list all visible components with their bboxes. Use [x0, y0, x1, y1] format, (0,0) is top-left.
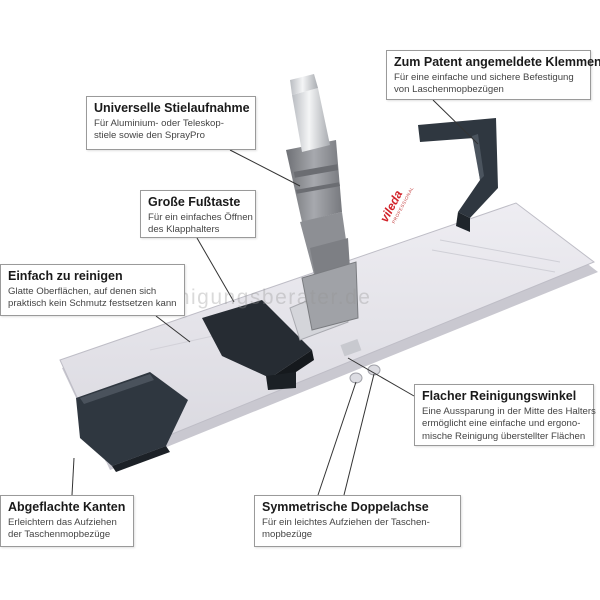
right-clamp	[418, 118, 498, 232]
handle-connector	[286, 140, 359, 331]
callout-easy-cleaning: Einfach zu reinigen Glatte Oberflächen, …	[0, 264, 185, 316]
callout-description: Glatte Oberflächen, auf denen sich prakt…	[8, 286, 177, 310]
mop-plate	[59, 202, 598, 470]
callout-universal-handle-mount: Universelle Stielaufnahme Für Aluminium-…	[86, 96, 256, 150]
watermark: reinigungsberater.de	[150, 286, 372, 309]
callout-foot-pedal: Große Fußtaste Für ein einfaches Öffnen …	[140, 190, 256, 238]
callout-title: Flacher Reinigungswinkel	[422, 389, 577, 403]
callout-title: Universelle Stielaufnahme	[94, 101, 250, 115]
callout-title: Große Fußtaste	[148, 195, 241, 209]
callout-flat-cleaning-angle: Flacher Reinigungswinkel Eine Aussparung…	[414, 384, 596, 446]
callout-description: Für eine einfache und sichere Befestigun…	[394, 72, 574, 96]
foot-pedal	[202, 300, 314, 390]
left-clamp	[76, 372, 188, 472]
callout-description: Für ein leichtes Aufziehen der Taschen- …	[262, 517, 430, 541]
callout-description: Eine Aussparung in der Mitte des Halters…	[422, 406, 596, 442]
callout-description: Erleichtern das Aufziehen der Taschenmop…	[8, 517, 117, 541]
callout-flattened-edges: Abgeflachte Kanten Erleichtern das Aufzi…	[0, 495, 134, 547]
callout-symmetric-double-axis: Symmetrische Doppelachse Für ein leichte…	[254, 495, 461, 547]
callout-description: Für ein einfaches Öffnen des Klapphalter…	[148, 212, 253, 236]
callout-title: Abgeflachte Kanten	[8, 500, 126, 514]
callout-description: Für Aluminium- oder Teleskop- stiele sow…	[94, 118, 224, 142]
handle-rod	[290, 74, 330, 152]
callout-title: Symmetrische Doppelachse	[262, 500, 429, 514]
callout-patented-clamps: Zum Patent angemeldete Klemmen Für eine …	[386, 50, 600, 100]
callout-title: Einfach zu reinigen	[8, 269, 123, 283]
callout-title: Zum Patent angemeldete Klemmen	[394, 55, 600, 69]
leader-lines	[71, 99, 479, 496]
